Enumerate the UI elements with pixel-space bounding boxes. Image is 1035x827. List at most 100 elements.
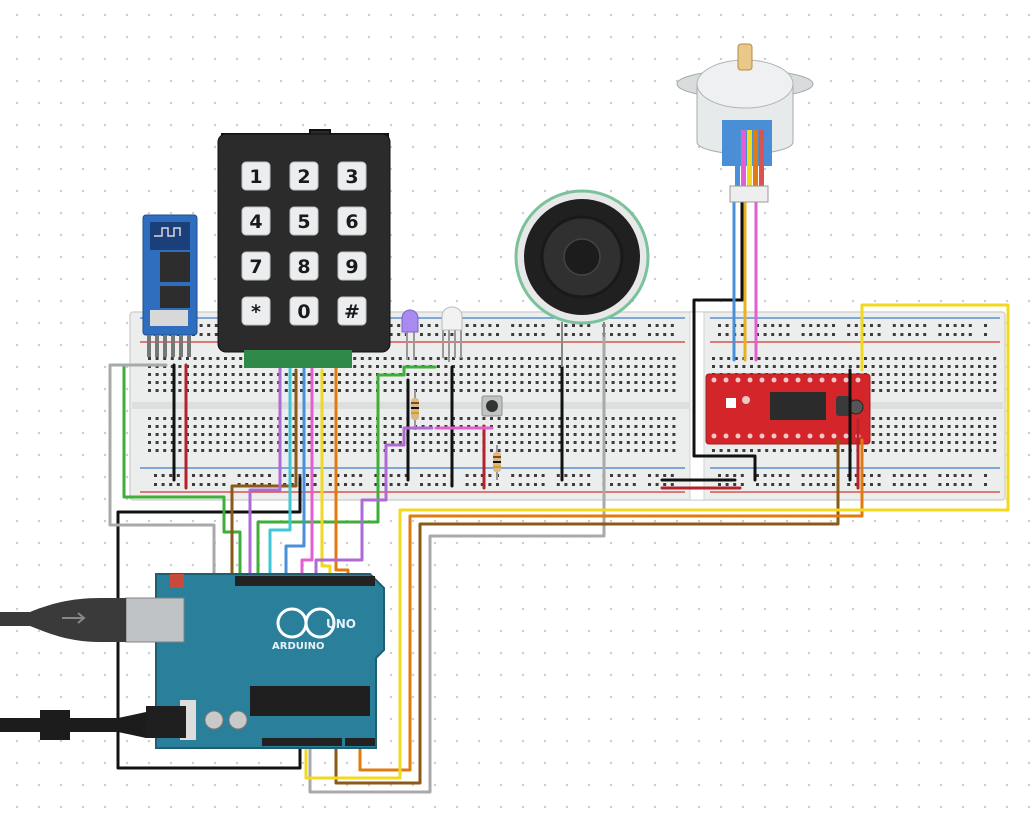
breadboard-hole: [634, 417, 638, 420]
breadboard-hole: [307, 389, 311, 392]
breadboard-hole: [444, 365, 448, 368]
keypad-key[interactable]: [289, 161, 319, 191]
breadboard-hole: [543, 381, 547, 384]
breadboard-hole: [940, 373, 943, 376]
breadboard-hole: [526, 483, 530, 486]
breadboard-hole: [993, 441, 997, 444]
breadboard-hole: [611, 381, 615, 384]
breadboard-hole: [611, 425, 615, 428]
breadboard-hole: [771, 324, 775, 327]
breadboard-hole: [269, 425, 273, 428]
breadboard-hole: [345, 441, 349, 444]
breadboard-hole: [550, 357, 554, 360]
breadboard-hole: [712, 365, 715, 368]
breadboard-hole: [292, 389, 296, 392]
breadboard-hole: [497, 433, 501, 436]
driver-pin: [819, 433, 825, 439]
keypad-key[interactable]: [289, 296, 319, 326]
breadboard-hole: [902, 425, 905, 428]
breadboard-hole: [718, 324, 721, 327]
breadboard-hole: [246, 389, 250, 392]
keypad-key[interactable]: [337, 161, 367, 191]
keypad-key[interactable]: [337, 251, 367, 281]
breadboard-hole: [292, 425, 296, 428]
breadboard-hole: [924, 373, 928, 376]
breadboard-hole: [262, 417, 265, 420]
breadboard-hole: [353, 425, 357, 428]
breadboard-hole: [169, 474, 173, 477]
breadboard-hole: [216, 441, 220, 444]
breadboard-hole: [474, 441, 478, 444]
breadboard-hole: [208, 373, 212, 376]
breadboard-hole: [962, 365, 966, 368]
breadboard-hole: [344, 474, 347, 477]
breadboard-hole: [854, 483, 858, 486]
breadboard-hole: [429, 449, 433, 452]
keypad-key[interactable]: [337, 206, 367, 236]
breadboard-hole: [315, 381, 319, 384]
breadboard-hole: [587, 324, 591, 327]
breadboard-hole: [626, 365, 630, 368]
breadboard-hole: [588, 373, 592, 376]
breadboard-hole: [490, 441, 493, 444]
breadboard-hole: [833, 357, 837, 360]
breadboard-hole: [490, 357, 493, 360]
breadboard-hole: [148, 357, 151, 360]
breadboard-hole: [505, 433, 509, 436]
breadboard-hole: [512, 433, 516, 436]
keypad-key[interactable]: [289, 206, 319, 236]
breadboard-hole: [328, 483, 332, 486]
breadboard-hole: [626, 357, 630, 360]
breadboard-hole: [436, 441, 440, 444]
breadboard-hole: [970, 373, 974, 376]
breadboard-hole: [908, 333, 911, 336]
breadboard-hole: [397, 333, 401, 336]
breadboard-hole: [610, 483, 613, 486]
breadboard-hole: [634, 433, 638, 436]
breadboard-hole: [596, 433, 600, 436]
breadboard-hole: [917, 357, 921, 360]
breadboard-hole: [947, 381, 951, 384]
keypad-key[interactable]: [241, 161, 271, 191]
breadboard-hole: [269, 417, 273, 420]
keypad-key[interactable]: [241, 296, 271, 326]
breadboard-hole: [505, 357, 509, 360]
breadboard-hole: [648, 474, 651, 477]
breadboard-hole: [511, 483, 515, 486]
breadboard-hole: [404, 483, 408, 486]
breadboard-hole: [155, 373, 159, 376]
breadboard-hole: [163, 357, 167, 360]
breadboard-hole: [535, 441, 539, 444]
breadboard-hole: [148, 373, 151, 376]
breadboard-hole: [429, 389, 433, 392]
breadboard-hole: [353, 389, 357, 392]
breadboard-hole: [528, 433, 531, 436]
breadboard-hole: [154, 483, 157, 486]
keypad-key[interactable]: [241, 251, 271, 281]
breadboard-hole: [420, 333, 423, 336]
breadboard-hole: [307, 433, 311, 436]
breadboard-hole: [970, 433, 974, 436]
breadboard-hole: [970, 357, 974, 360]
breadboard-hole: [284, 441, 288, 444]
breadboard-hole: [497, 441, 501, 444]
keypad-key[interactable]: [289, 251, 319, 281]
breadboard-hole: [178, 417, 182, 420]
breadboard-hole: [947, 433, 951, 436]
breadboard-hole: [725, 483, 729, 486]
breadboard-hole: [465, 324, 469, 327]
breadboard-hole: [801, 483, 805, 486]
breadboard-hole: [970, 381, 974, 384]
breadboard-hole: [496, 483, 499, 486]
breadboard-hole: [497, 389, 501, 392]
breadboard-hole: [550, 381, 554, 384]
breadboard-hole: [909, 417, 913, 420]
keypad-key[interactable]: [337, 296, 367, 326]
breadboard-hole: [330, 373, 334, 376]
breadboard-hole: [224, 425, 227, 428]
keypad-key[interactable]: [241, 206, 271, 236]
breadboard-hole: [961, 474, 965, 477]
breadboard-hole: [391, 381, 395, 384]
breadboard-hole: [915, 474, 919, 477]
breadboard-hole: [596, 381, 600, 384]
